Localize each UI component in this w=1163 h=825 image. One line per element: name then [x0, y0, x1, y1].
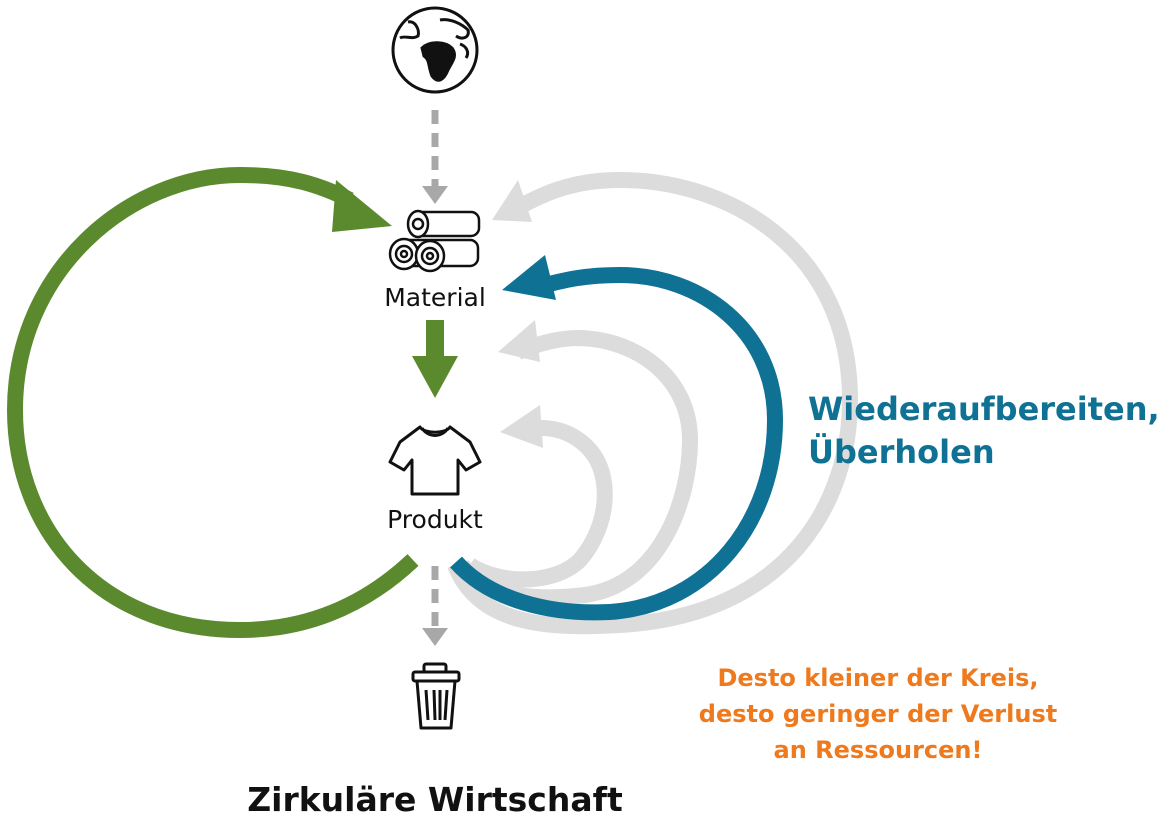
- teal-loop-arrowhead: [502, 255, 556, 300]
- gray-arrowheads: [492, 180, 543, 448]
- gray-arrowhead-middle: [498, 320, 540, 362]
- remanufacture-line-1: Wiederaufbereiten,: [808, 390, 1160, 428]
- gray-loop-inner: [465, 419, 613, 588]
- dashed-arrow-disposal: [422, 566, 448, 646]
- tshirt-icon: [388, 425, 482, 496]
- green-arrow-head: [412, 356, 458, 398]
- trash-can-icon: [411, 662, 461, 730]
- dashed-arrow-source: [422, 110, 448, 204]
- gray-arrowhead-outer: [492, 180, 532, 222]
- gray-arrowhead-inner: [500, 405, 543, 448]
- resource-loss-note: Desto kleiner der Kreis, desto geringer …: [658, 660, 1098, 768]
- note-line-1: Desto kleiner der Kreis,: [717, 664, 1039, 692]
- green-loop: [6, 166, 419, 639]
- globe-icon: [391, 6, 479, 94]
- gray-loops: [447, 171, 859, 635]
- note-line-3: an Ressourcen!: [773, 736, 983, 764]
- remanufacture-annotation: Wiederaufbereiten, Überholen: [808, 388, 1160, 474]
- green-arrow-shaft: [426, 320, 444, 360]
- teal-loop: [450, 266, 784, 621]
- diagram-title: Zirkuläre Wirtschaft: [247, 780, 623, 819]
- material-label: Material: [384, 283, 486, 312]
- green-loop-arrowhead: [332, 180, 392, 232]
- gray-loop-outer: [447, 171, 859, 635]
- remanufacture-line-2: Überholen: [808, 433, 995, 472]
- logs-icon: [388, 209, 481, 273]
- gray-loop-middle: [455, 329, 699, 606]
- product-label: Produkt: [387, 505, 483, 534]
- note-line-2: desto geringer der Verlust: [698, 700, 1058, 728]
